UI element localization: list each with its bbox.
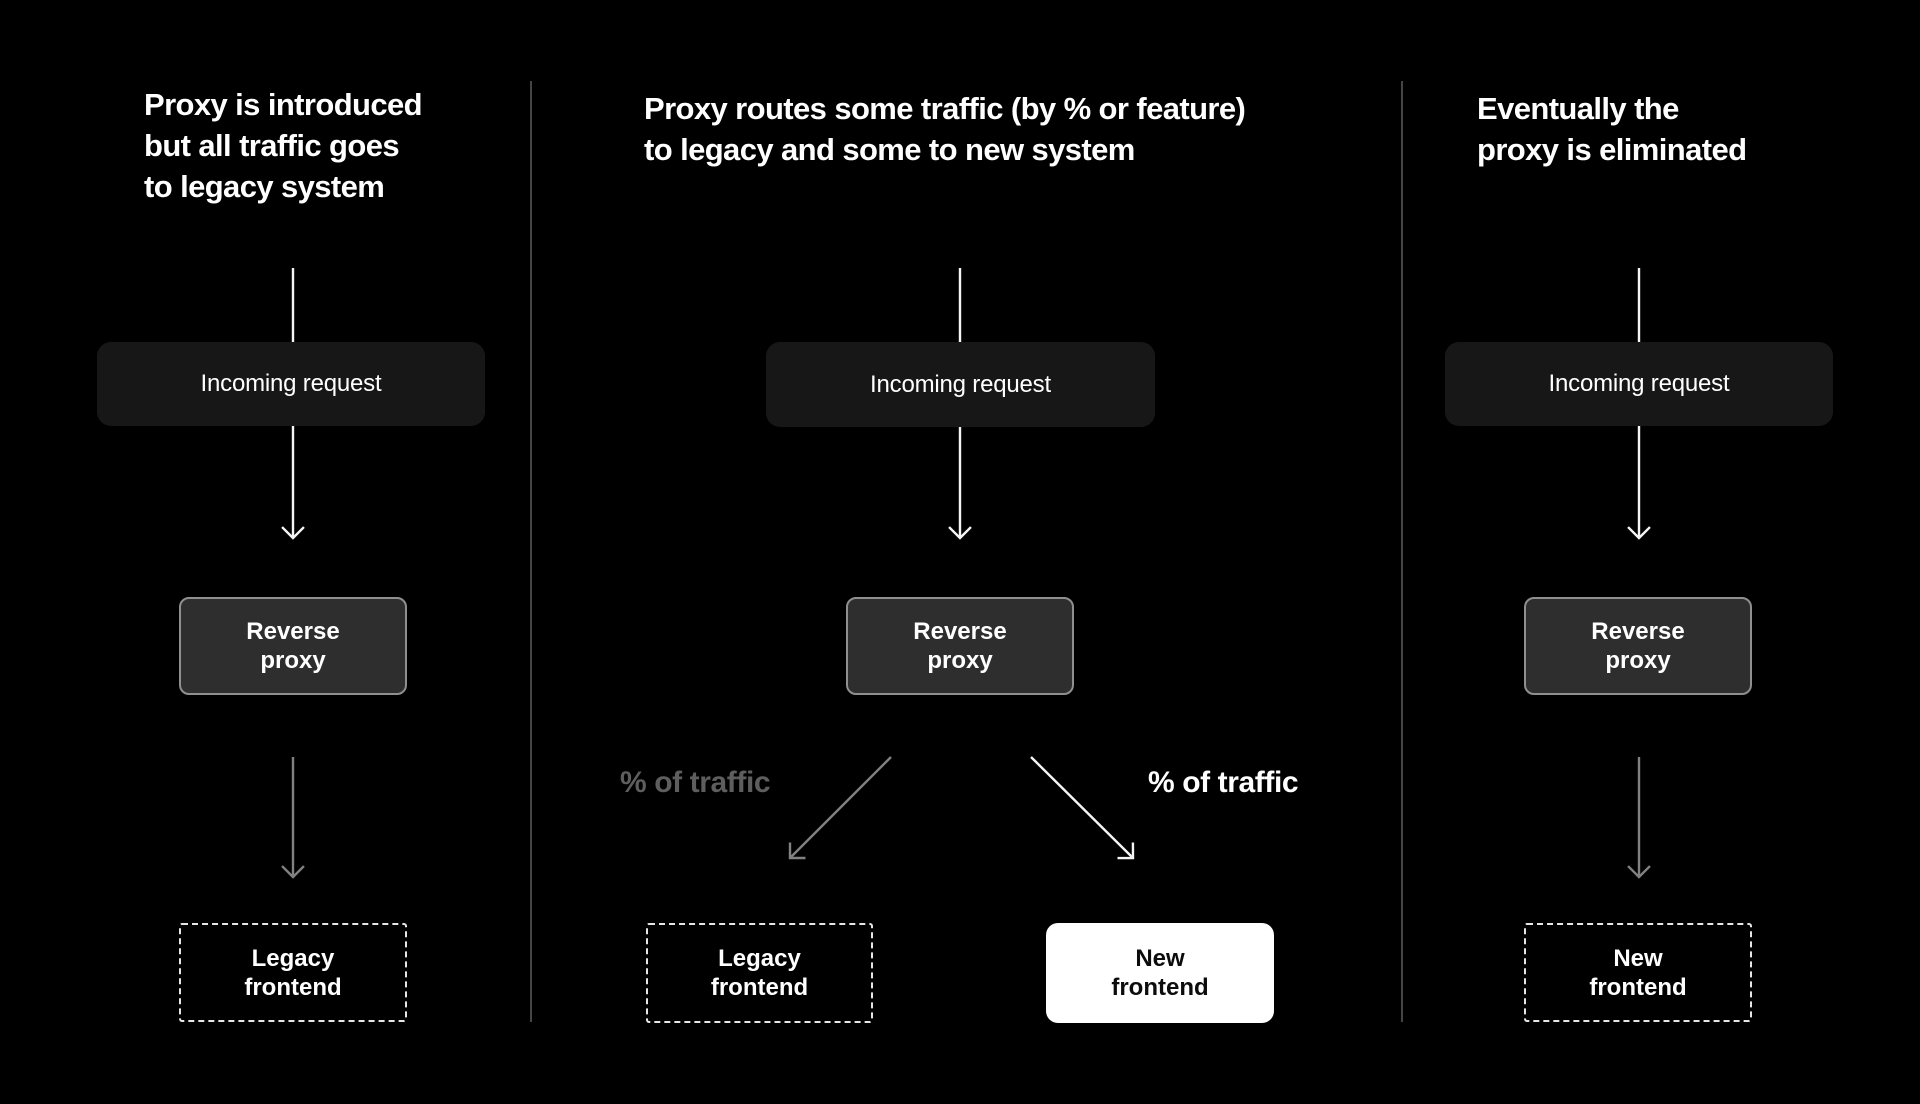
arrow-incoming-to-proxy-1 — [281, 426, 305, 540]
incoming-request-box-1: Incoming request — [97, 342, 485, 426]
arrow-proxy-to-legacy-2-head — [788, 842, 806, 860]
arrow-proxy-to-new-3-head — [1627, 865, 1651, 879]
traffic-percent-label-left: % of traffic — [620, 766, 771, 799]
incoming-request-box-3: Incoming request — [1445, 342, 1833, 426]
panel-divider-1 — [530, 81, 532, 1022]
incoming-request-box-2: Incoming request — [766, 342, 1155, 427]
new-frontend-box-2: New frontend — [1046, 923, 1274, 1023]
arrow-incoming-to-proxy-1-head — [281, 526, 305, 540]
arrow-incoming-to-proxy-3-head — [1627, 526, 1651, 540]
reverse-proxy-box-1: Reverse proxy — [179, 597, 407, 695]
arrow-proxy-to-new-2 — [1030, 756, 1135, 860]
arrow-proxy-to-legacy-2 — [788, 756, 892, 860]
arrow-proxy-to-new-3 — [1627, 757, 1651, 879]
reverse-proxy-box-2: Reverse proxy — [846, 597, 1074, 695]
arrow-proxy-to-legacy-1 — [281, 757, 305, 879]
new-frontend-box-3: New frontend — [1524, 923, 1752, 1022]
panel-divider-2 — [1401, 81, 1403, 1022]
panel-2-title: Proxy routes some traffic (by % or featu… — [644, 91, 1246, 167]
legacy-frontend-box-1: Legacy frontend — [179, 923, 407, 1022]
arrow-proxy-to-legacy-1-head — [281, 865, 305, 879]
traffic-percent-label-right: % of traffic — [1148, 766, 1299, 799]
arrow-proxy-to-new-2-head — [1117, 842, 1135, 860]
arrow-incoming-to-proxy-2 — [948, 427, 972, 540]
reverse-proxy-box-3: Reverse proxy — [1524, 597, 1752, 695]
arrow-incoming-to-proxy-3 — [1627, 425, 1651, 540]
panel-3-title: Eventually the proxy is eliminated — [1477, 91, 1747, 167]
panel-1-title: Proxy is introduced but all traffic goes… — [144, 87, 423, 204]
arrow-incoming-to-proxy-2-head — [948, 526, 972, 540]
legacy-frontend-box-2: Legacy frontend — [646, 923, 873, 1023]
